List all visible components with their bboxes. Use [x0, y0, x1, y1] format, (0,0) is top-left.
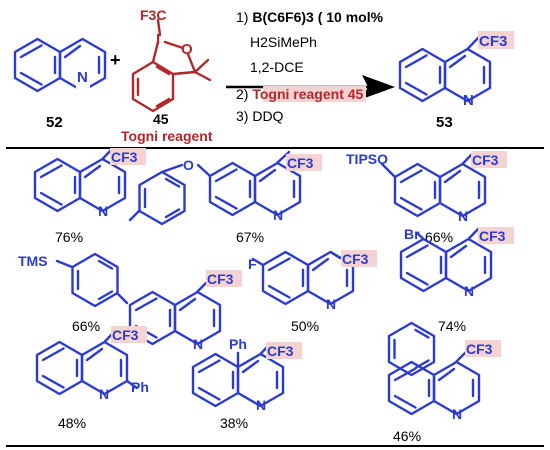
- cf3-highlight-3: [471, 151, 507, 168]
- phenyl-label-8: Ph: [229, 336, 247, 352]
- product-cf3-label: CF3: [479, 33, 507, 50]
- cf3-label-2: CF3: [287, 155, 314, 171]
- nitrogen-label-4: N: [193, 336, 203, 352]
- nitrogen-label-6: N: [464, 283, 474, 299]
- yield-label-4: 66%: [72, 318, 100, 334]
- yield-label-7: 48%: [58, 415, 86, 431]
- yield-label-5: 50%: [291, 318, 319, 334]
- tms-label-4: TMS: [18, 253, 48, 269]
- nitrogen-label-1: N: [98, 203, 108, 219]
- cf3-highlight-7: [111, 326, 147, 343]
- cf3-highlight-1: [110, 148, 146, 165]
- compound-53-number: 53: [436, 114, 453, 131]
- cf3-label-6: CF3: [479, 228, 506, 244]
- togni-cf3-label: F3C: [140, 7, 166, 23]
- substrate-5-structure: [251, 250, 355, 306]
- substrate-4-structure: [55, 252, 222, 346]
- yield-label-9: 46%: [393, 428, 421, 444]
- condition-silane: H2SiMePh: [250, 34, 317, 50]
- condition-solvent: 1,2-DCE: [250, 59, 304, 75]
- condition-step2: 2) Togni reagent 45: [236, 86, 364, 102]
- substrate-3-structure: [380, 152, 487, 218]
- cf3-label-9: CF3: [466, 341, 493, 357]
- oxygen-label-2: O: [183, 157, 194, 173]
- cf3-label-5: CF3: [342, 251, 369, 267]
- compound-45-number: 45: [153, 111, 169, 127]
- cf3-label-8: CF3: [267, 343, 294, 359]
- nitrogen-label-9: N: [452, 406, 462, 422]
- nitrogen-label: N: [77, 69, 88, 86]
- condition-step3: 3) DDQ: [236, 108, 284, 124]
- product-nitrogen-label: N: [463, 92, 474, 109]
- condition-step1: 1) B(C6F6)3 ( 10 mol%: [236, 9, 384, 25]
- cf3-highlight-9: [465, 340, 501, 357]
- substrate-9-structure: [387, 321, 481, 416]
- yield-label-2: 67%: [236, 229, 264, 245]
- cf3-label-1: CF3: [111, 149, 138, 165]
- cf3-label-4: CF3: [207, 271, 234, 287]
- togni-iodine-label: I: [156, 31, 160, 48]
- cf3-highlight-4: [206, 270, 242, 287]
- quinoline-52-structure: [13, 37, 107, 97]
- product-53-structure: [398, 35, 492, 103]
- nitrogen-label-2: N: [273, 207, 283, 223]
- plus-sign: +: [110, 50, 121, 70]
- yield-label-8: 38%: [220, 415, 248, 431]
- phenyl-label-7: Ph: [131, 379, 149, 395]
- yield-label-3: 66%: [425, 229, 453, 245]
- cf3-highlight-6: [478, 227, 514, 244]
- nitrogen-label-8: N: [256, 397, 266, 413]
- cf3-label-3: CF3: [472, 152, 499, 168]
- yield-label-1: 76%: [55, 229, 83, 245]
- togni-oxygen-label: O: [181, 41, 193, 58]
- cf3-highlight-8: [266, 342, 302, 359]
- substrate-2-structure: [128, 150, 302, 226]
- bromo-label-6: Br: [404, 226, 420, 242]
- tipso-label-3: TIPSO: [346, 151, 388, 167]
- compound-52-number: 52: [46, 114, 63, 131]
- yield-label-6: 74%: [438, 318, 466, 334]
- togni-highlight-box: [263, 86, 366, 102]
- nitrogen-label-7: N: [99, 386, 109, 402]
- togni-reagent-structure: [131, 18, 212, 113]
- nitrogen-label-5: N: [326, 296, 336, 312]
- cf3-highlight-5: [341, 250, 377, 267]
- cf3-label-7: CF3: [112, 327, 139, 343]
- togni-reagent-caption: Togni reagent: [121, 128, 213, 144]
- substrate-6-structure: [399, 227, 493, 293]
- nitrogen-label-3: N: [458, 208, 468, 224]
- fluoro-label-5: F: [248, 256, 257, 272]
- cf3-highlight-2: [286, 154, 322, 171]
- product-cf3-highlight: [478, 31, 514, 49]
